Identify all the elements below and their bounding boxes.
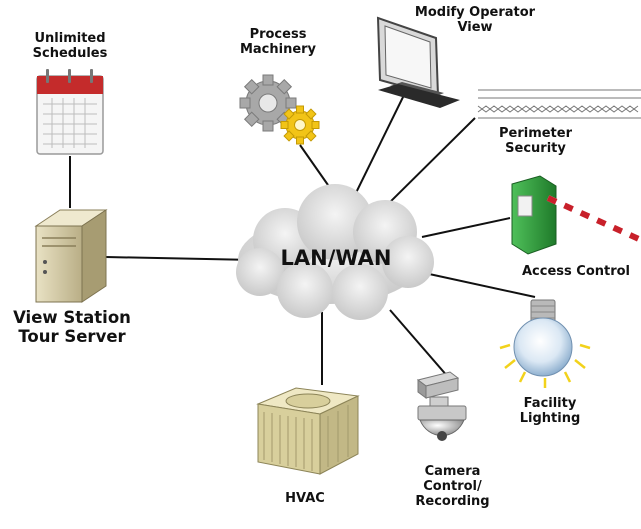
link-server-hub <box>105 256 256 261</box>
hub-label: LAN/WAN <box>281 246 392 270</box>
link-operator-hub <box>349 92 406 206</box>
label-access-control: Access Control <box>521 264 631 279</box>
gears-icon <box>239 74 320 145</box>
server-tower-icon <box>34 209 108 303</box>
calendar-icon <box>36 69 104 155</box>
connection-lines <box>69 92 536 386</box>
link-access-hub <box>421 217 511 238</box>
cloud-icon <box>236 184 434 320</box>
barrier-gate-icon <box>511 175 641 255</box>
monitor-icon <box>376 16 460 108</box>
link-lighting-hub <box>419 271 536 298</box>
link-camera-hub <box>389 309 456 386</box>
ptz-dome-camera-icon <box>416 371 467 441</box>
label-hvac: HVAC <box>285 491 325 506</box>
light-bulb-icon <box>499 299 591 388</box>
barbed-wire-fence-icon <box>477 89 641 119</box>
hvac-unit-icon <box>256 387 360 475</box>
link-perimeter-hub <box>379 117 476 213</box>
